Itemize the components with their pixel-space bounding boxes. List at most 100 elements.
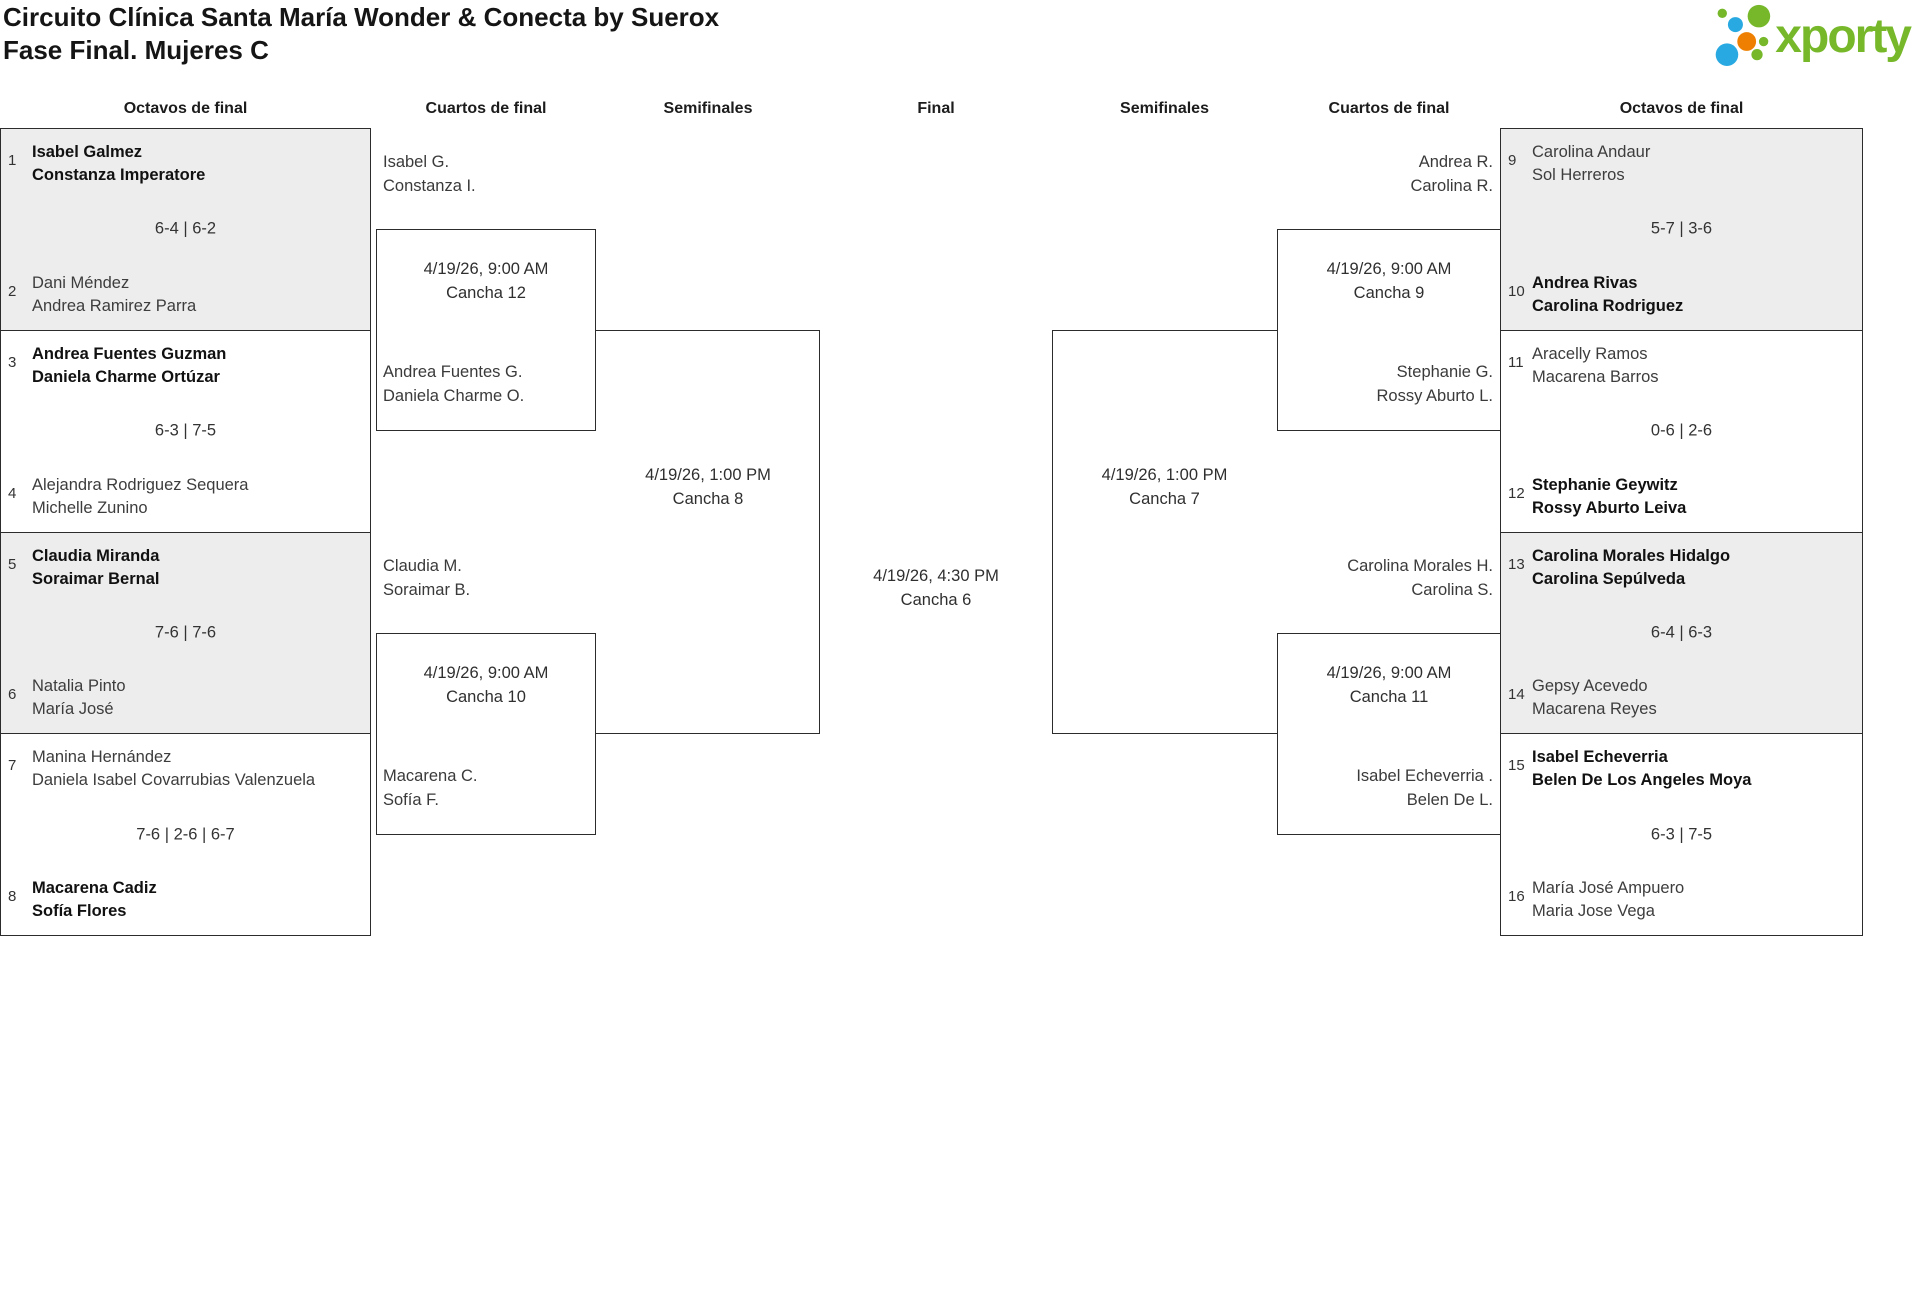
xporty-logo-text: xporty xyxy=(1775,9,1912,63)
team-row: 9 Carolina Andaur Sol Herreros xyxy=(1508,141,1858,187)
team-row: 8 Macarena Cadiz Sofía Flores xyxy=(8,877,366,923)
team-names: Andrea Rivas Carolina Rodriguez xyxy=(1532,272,1858,318)
qf-team-label: Isabel G. Constanza I. xyxy=(383,151,476,198)
quarterfinal-box xyxy=(1277,229,1501,431)
semifinal-box xyxy=(1052,330,1277,734)
match-score: 6-3 | 7-5 xyxy=(1650,825,1713,844)
qf-team-label: Macarena C. Sofía F. xyxy=(383,765,477,812)
team-row: 16 María José Ampuero Maria Jose Vega xyxy=(1508,877,1858,923)
round16-column-left: 1 Isabel Galmez Constanza Imperatore 6-4… xyxy=(0,128,371,936)
r16-match-box: 1 Isabel Galmez Constanza Imperatore 6-4… xyxy=(1,129,370,331)
r16-match-box: 9 Carolina Andaur Sol Herreros 5-7 | 3-6… xyxy=(1501,129,1862,331)
r16-match-box: 7 Manina Hernández Daniela Isabel Covarr… xyxy=(1,734,370,935)
player-name: Gepsy Acevedo xyxy=(1532,677,1648,696)
player-name: Daniela Charme Ortúzar xyxy=(32,367,220,386)
column-header-cuartos-right: Cuartos de final xyxy=(1328,100,1450,117)
team-names: Claudia Miranda Soraimar Bernal xyxy=(32,545,366,591)
column-header-octavos-right: Octavos de final xyxy=(1619,100,1744,117)
page-title: Circuito Clínica Santa María Wonder & Co… xyxy=(3,1,719,67)
match-score: 6-4 | 6-2 xyxy=(154,219,217,238)
seed-number: 10 xyxy=(1508,282,1525,300)
team-names: Andrea Fuentes Guzman Daniela Charme Ort… xyxy=(32,343,366,389)
round16-column-right: 9 Carolina Andaur Sol Herreros 5-7 | 3-6… xyxy=(1500,128,1863,936)
qf-team-label: Isabel Echeverria . Belen De L. xyxy=(1356,765,1493,812)
player-name: Macarena Cadiz xyxy=(32,879,157,897)
player-name: Maria Jose Vega xyxy=(1532,902,1655,920)
match-schedule: 4/19/26, 9:00 AM Cancha 9 xyxy=(1277,257,1501,305)
seed-number: 3 xyxy=(8,353,17,371)
qf-team-label: Andrea R. Carolina R. xyxy=(1410,151,1493,198)
team-names: Gepsy Acevedo Macarena Reyes xyxy=(1532,675,1858,721)
column-header-semis-right: Semifinales xyxy=(1120,100,1209,117)
team-names: Carolina Andaur Sol Herreros xyxy=(1532,141,1858,187)
player-name: Manina Hernández xyxy=(32,748,172,767)
schedule-court: Cancha 11 xyxy=(1349,688,1429,706)
team-row: 7 Manina Hernández Daniela Isabel Covarr… xyxy=(8,746,366,792)
r16-match-box: 13 Carolina Morales Hidalgo Carolina Sep… xyxy=(1501,532,1862,735)
match-schedule: 4/19/26, 9:00 AM Cancha 12 xyxy=(376,257,596,305)
player-name: Sofía Flores xyxy=(32,902,127,920)
seed-number: 4 xyxy=(8,484,17,502)
team-names: Natalia Pinto María José xyxy=(32,675,366,721)
schedule-court: Cancha 9 xyxy=(1353,284,1425,302)
match-score: 6-3 | 7-5 xyxy=(154,421,217,440)
match-schedule: 4/19/26, 1:00 PM Cancha 8 xyxy=(596,463,820,511)
seed-number: 8 xyxy=(8,888,17,905)
team-abbrev: Claudia M. xyxy=(383,557,462,575)
player-name: Belen De Los Angeles Moya xyxy=(1532,771,1752,790)
schedule-court: Cancha 12 xyxy=(446,284,526,302)
team-names: Aracelly Ramos Macarena Barros xyxy=(1532,343,1858,389)
player-name: Sol Herreros xyxy=(1532,166,1625,184)
team-names: Isabel Echeverria Belen De Los Angeles M… xyxy=(1532,746,1858,792)
seed-number: 14 xyxy=(1508,686,1525,704)
xporty-dots-icon xyxy=(1711,2,1773,71)
schedule-datetime: 4/19/26, 9:00 AM xyxy=(423,260,549,278)
team-abbrev: Isabel Echeverria . xyxy=(1356,767,1493,785)
team-abbrev: Carolina Morales H. xyxy=(1347,557,1493,575)
team-row: 2 Dani Méndez Andrea Ramirez Parra xyxy=(8,272,366,318)
semifinal-box xyxy=(596,330,820,734)
schedule-court: Cancha 7 xyxy=(1129,490,1200,508)
schedule-datetime: 4/19/26, 4:30 PM xyxy=(873,567,999,585)
team-row: 3 Andrea Fuentes Guzman Daniela Charme O… xyxy=(8,343,366,389)
seed-number: 1 xyxy=(8,152,17,169)
match-schedule: 4/19/26, 9:00 AM Cancha 10 xyxy=(376,661,596,709)
player-name: María José Ampuero xyxy=(1532,879,1685,897)
player-name: Isabel Galmez xyxy=(32,143,143,161)
xporty-logo: xporty xyxy=(1711,2,1912,71)
player-name: Constanza Imperatore xyxy=(32,166,206,184)
column-header-cuartos-left: Cuartos de final xyxy=(425,100,547,117)
player-name: Daniela Isabel Covarrubias Valenzuela xyxy=(32,771,316,790)
team-abbrev: Rossy Aburto L. xyxy=(1376,386,1493,405)
schedule-court: Cancha 10 xyxy=(446,688,526,706)
seed-number: 13 xyxy=(1508,555,1525,573)
player-name: Andrea Rivas xyxy=(1532,273,1638,292)
match-schedule: 4/19/26, 1:00 PM Cancha 7 xyxy=(1052,463,1277,511)
player-name: Claudia Miranda xyxy=(32,546,160,565)
team-abbrev: Constanza I. xyxy=(383,176,476,195)
team-abbrev: Belen De L. xyxy=(1406,790,1493,809)
player-name: Stephanie Geywitz xyxy=(1532,475,1678,494)
schedule-datetime: 4/19/26, 9:00 AM xyxy=(1326,664,1452,682)
seed-number: 7 xyxy=(8,757,17,775)
quarterfinal-box xyxy=(376,229,596,431)
seed-number: 11 xyxy=(1508,353,1524,371)
match-schedule: 4/19/26, 9:00 AM Cancha 11 xyxy=(1277,661,1501,709)
player-name: Carolina Rodriguez xyxy=(1532,296,1684,315)
quarterfinal-box xyxy=(376,633,596,835)
column-header-final: Final xyxy=(917,100,955,117)
player-name: Isabel Echeverria xyxy=(1532,748,1668,767)
player-name: Carolina Andaur xyxy=(1532,143,1651,161)
team-abbrev: Isabel G. xyxy=(383,153,450,171)
team-names: Dani Méndez Andrea Ramirez Parra xyxy=(32,272,366,318)
seed-number: 5 xyxy=(8,555,17,573)
r16-match-box: 5 Claudia Miranda Soraimar Bernal 7-6 | … xyxy=(1,532,370,735)
player-name: Rossy Aburto Leiva xyxy=(1532,498,1687,517)
player-name: Macarena Barros xyxy=(1532,367,1659,386)
team-row: 12 Stephanie Geywitz Rossy Aburto Leiva xyxy=(1508,474,1858,520)
seed-number: 12 xyxy=(1508,484,1525,502)
team-abbrev: Andrea Fuentes G. xyxy=(383,363,523,381)
player-name: Carolina Morales Hidalgo xyxy=(1532,546,1731,565)
player-name: Michelle Zunino xyxy=(32,498,148,517)
